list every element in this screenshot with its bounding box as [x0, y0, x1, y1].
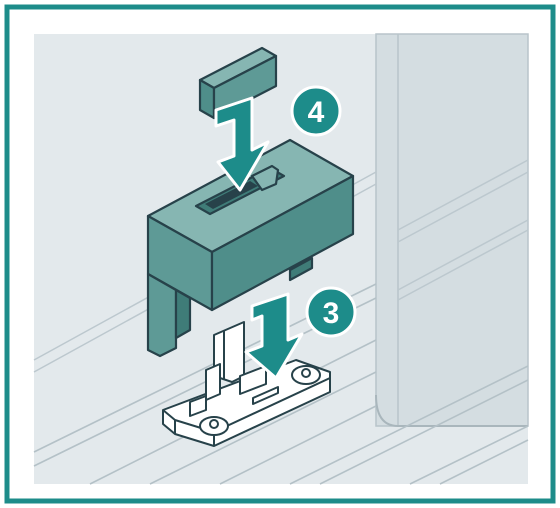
step-number-badge: 4 — [292, 87, 340, 135]
step-number-badge: 3 — [307, 288, 355, 336]
step-3-label: 3 — [323, 297, 340, 330]
step-4-label: 4 — [308, 96, 325, 129]
